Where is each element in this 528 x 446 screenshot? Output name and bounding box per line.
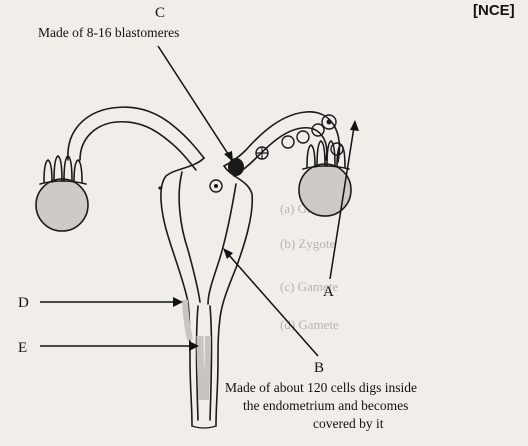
label-a: A [323, 284, 334, 300]
label-b-caption-3: covered by it [313, 416, 384, 431]
ghost-text-4: (d) Gamete [280, 317, 339, 332]
label-c-caption: Made of 8-16 blastomeres [38, 25, 179, 40]
arrow-d [40, 297, 183, 307]
morula-c [228, 158, 244, 176]
label-e: E [18, 340, 27, 356]
left-ovary [36, 156, 88, 231]
arrow-e [40, 341, 199, 351]
label-b-caption-1: Made of about 120 cells digs inside [225, 380, 417, 395]
region-e-shading [200, 336, 202, 400]
ghost-text-2: (b) Zygote [280, 236, 335, 251]
label-b: B [314, 360, 324, 376]
source-tag: [NCE] [473, 2, 515, 19]
region-d-shading [185, 300, 190, 340]
label-b-caption-2: the endometrium and becomes [243, 398, 408, 413]
arrow-c [158, 46, 233, 162]
background-bleed-text: (a) Gamete (b) Zygote (c) Gamete (d) Gam… [280, 201, 339, 332]
right-ovary [299, 141, 351, 216]
label-c: C [155, 5, 165, 21]
label-d: D [18, 295, 29, 311]
arrow-b [223, 248, 318, 356]
